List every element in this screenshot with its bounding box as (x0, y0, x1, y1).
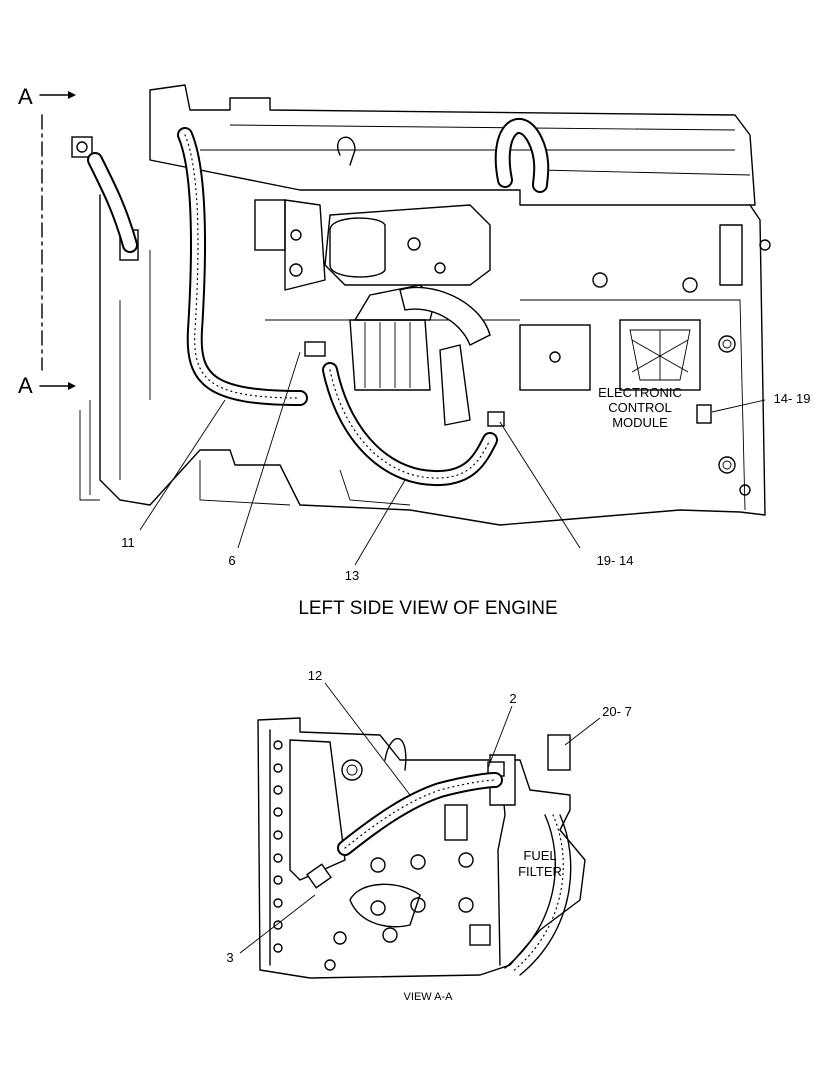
fitting-14-19 (696, 404, 712, 424)
callout-20-7: 20- 7 (602, 704, 632, 719)
section-mark-top: A (18, 84, 33, 109)
main-view-title: LEFT SIDE VIEW OF ENGINE (298, 598, 557, 619)
callout-11: 11 (121, 535, 135, 550)
callout-14-19: 14- 19 (774, 391, 811, 406)
fitting-6 (304, 341, 326, 357)
fuel-filter-label-line-2: FILTER (518, 864, 562, 879)
section-line-a-a: A A (18, 84, 76, 398)
rail-holes (273, 740, 283, 953)
ecm-label-line-1: ELECTRONIC (598, 385, 682, 400)
section-mark-bottom: A (18, 373, 33, 398)
callout-2: 2 (509, 691, 516, 706)
main-view-leaders (139, 351, 766, 566)
callout-12: 12 (308, 668, 322, 683)
fitting-20-7 (547, 734, 571, 771)
detail-view-leaders (239, 682, 601, 954)
callout-3: 3 (226, 950, 233, 965)
view-a-a-detail: FUEL FILTER (257, 717, 586, 979)
ecm-label-line-2: CONTROL (608, 400, 672, 415)
callout-13: 13 (345, 568, 359, 583)
fuel-filter-label-line-1: FUEL (523, 848, 556, 863)
ecm-label-line-3: MODULE (612, 415, 668, 430)
callout-19-14: 19- 14 (597, 553, 634, 568)
detail-view-title: VIEW A-A (404, 991, 454, 1003)
engine-left-side-view: ELECTRONIC CONTROL MODULE (71, 84, 771, 526)
callout-6: 6 (228, 553, 235, 568)
